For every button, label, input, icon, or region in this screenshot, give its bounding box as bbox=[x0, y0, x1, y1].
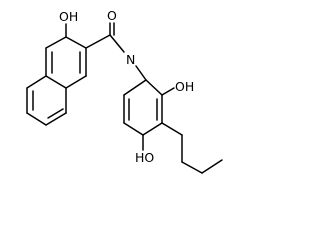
hydroxy-group-phenyl-lower: HO bbox=[135, 134, 154, 165]
carbonyl-oxygen-label: O bbox=[107, 8, 117, 23]
butyl-chain bbox=[161, 122, 223, 174]
hydroxy-group-naphthalene: OH bbox=[59, 9, 78, 38]
amide-linkage: O N bbox=[85, 8, 147, 81]
hydroxy-naphthalene-label: OH bbox=[59, 9, 78, 24]
amide-nitrogen-label: N bbox=[126, 52, 135, 67]
hydroxy-group-phenyl-upper: OH bbox=[161, 79, 194, 96]
chemical-structure-diagram: OH O N OH HO bbox=[26, 8, 223, 174]
hydroxy-phenyl-upper-label: OH bbox=[175, 79, 194, 94]
hydroxy-phenyl-lower-label: HO bbox=[135, 150, 154, 165]
benzene-ring bbox=[123, 79, 163, 136]
naphthalene-ring-system bbox=[26, 36, 87, 126]
